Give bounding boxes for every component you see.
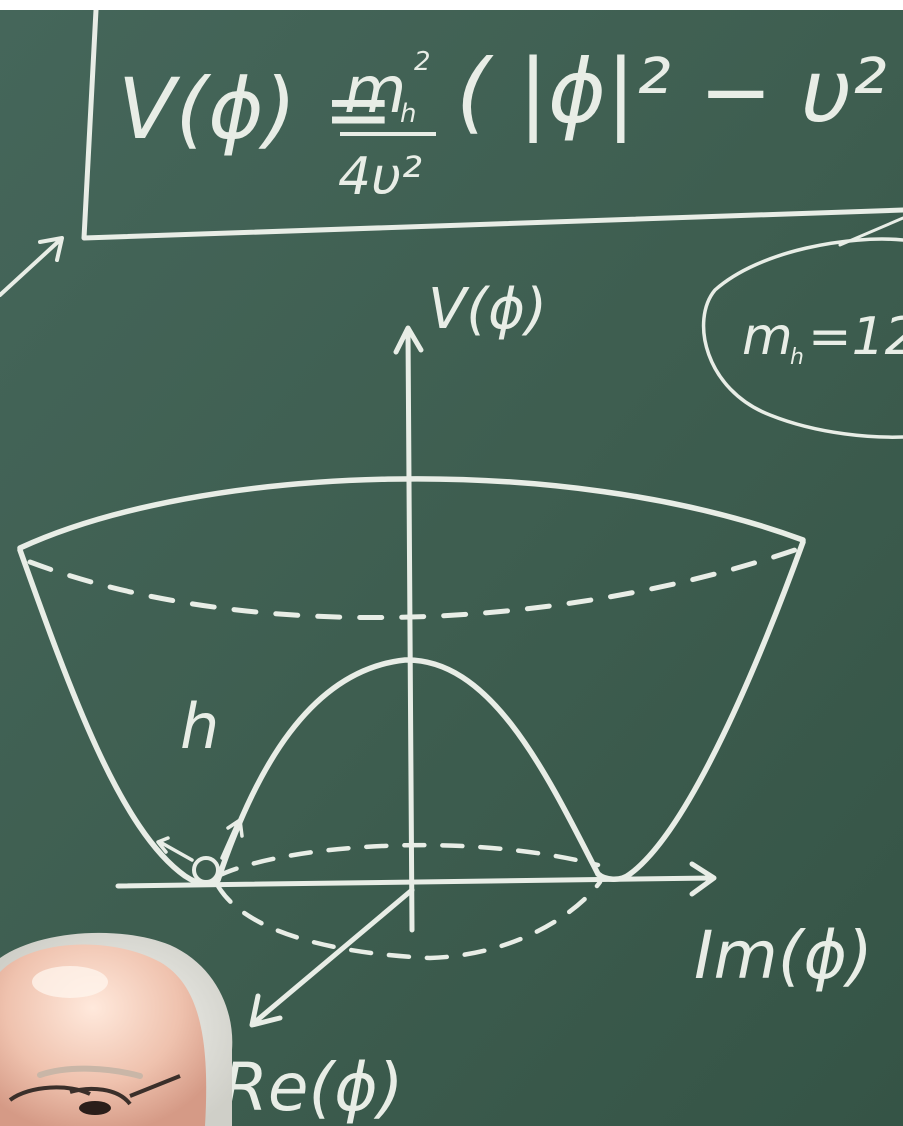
bowl-top-rim [17, 476, 806, 551]
vacuum-ball [192, 856, 220, 884]
ball-arrow-left [156, 836, 194, 862]
ring-front-dashed [215, 879, 603, 961]
person-eye [79, 1101, 111, 1115]
formula-numerator: m [344, 54, 406, 128]
vertical-axis-label: V(ϕ) [428, 277, 547, 342]
ring-back-dashed [215, 842, 601, 879]
right-axis-label: Im(ϕ) [694, 917, 873, 994]
arrow-to-box [0, 236, 64, 297]
glasses [8, 1074, 181, 1106]
person-eyebrow [37, 1065, 143, 1079]
formula-rhs: ( |ϕ|² − υ² ) [456, 40, 903, 144]
note-value: =12 [808, 307, 903, 367]
formula-box [81, 10, 903, 241]
note-mass-sub: h [790, 345, 804, 370]
person [0, 932, 233, 1126]
formula-numerator-sub: h [400, 99, 416, 129]
head-highlight [32, 966, 108, 998]
front-axis-label: Re(ϕ) [222, 1049, 404, 1126]
bowl-rim-back-dashed [27, 547, 798, 621]
note-oval-tail [838, 216, 903, 247]
chalkboard: V(ϕ) = m h 2 4υ² ( |ϕ|² − υ² ) m h =12 V… [0, 10, 903, 1126]
front-axis [249, 887, 415, 1028]
note-mass: m [742, 307, 793, 367]
bowl-right-wall [595, 539, 806, 882]
formula-denominator: 4υ² [338, 147, 422, 207]
curve-label: h [180, 690, 219, 763]
note-oval [701, 237, 903, 439]
formula-numerator-sup: 2 [414, 47, 431, 77]
vertical-axis [393, 325, 424, 933]
central-hump [215, 657, 601, 883]
ball-arrow-up [220, 818, 244, 860]
formula-lhs: V(ϕ) = [118, 60, 394, 158]
fraction-bar [340, 132, 436, 136]
